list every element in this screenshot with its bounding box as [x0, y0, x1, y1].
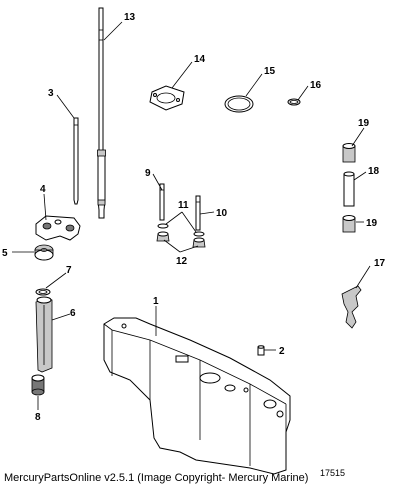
callout-19-bottom: 19: [366, 218, 378, 229]
part-17-clip[interactable]: [341, 285, 362, 329]
part-5-bushing[interactable]: [34, 244, 54, 261]
part-10-stud[interactable]: [195, 195, 201, 231]
callout-6: 6: [70, 308, 76, 319]
part-2-dowel-pin[interactable]: [257, 345, 265, 356]
callout-7: 7: [66, 265, 72, 276]
callout-15: 15: [264, 66, 276, 77]
callout-16: 16: [310, 80, 322, 91]
part-19-bushing-top[interactable]: [342, 143, 356, 163]
callout-18: 18: [368, 166, 380, 177]
callout-8: 8: [35, 412, 41, 423]
callout-11: 11: [178, 200, 189, 211]
callout-10: 10: [216, 208, 228, 219]
part-1-driveshaft-housing[interactable]: [103, 317, 291, 475]
part-16-o-ring[interactable]: [287, 98, 301, 106]
part-7-o-ring[interactable]: [35, 288, 51, 296]
callout-17: 17: [374, 258, 386, 269]
part-15-o-ring[interactable]: [224, 95, 254, 113]
callout-13: 13: [124, 12, 136, 23]
callout-5: 5: [2, 248, 8, 259]
part-14-gasket[interactable]: [149, 85, 185, 111]
callout-labels: 13 14 15 16 3 4 5 7 6 8 9 10 11 12 1 2 1…: [2, 12, 386, 423]
callout-3: 3: [48, 88, 54, 99]
callout-14: 14: [194, 54, 206, 65]
part-11-washers[interactable]: [157, 223, 205, 237]
part-4-bracket[interactable]: [35, 215, 81, 241]
copyright-footer: MercuryPartsOnline v2.5.1 (Image Copyrig…: [4, 472, 309, 484]
drawing-number: 17515: [320, 468, 346, 478]
part-8-sleeve[interactable]: [31, 374, 45, 396]
part-3-stud[interactable]: [73, 117, 79, 205]
callout-9: 9: [145, 168, 151, 179]
callout-12: 12: [176, 256, 188, 267]
leader-lines: [12, 21, 371, 410]
part-6-tube[interactable]: [35, 296, 53, 373]
part-19-bushing-bottom[interactable]: [342, 215, 356, 233]
part-13-drive-shaft[interactable]: [97, 7, 106, 219]
callout-1: 1: [153, 296, 159, 307]
callout-4: 4: [40, 184, 46, 195]
part-18-tube[interactable]: [343, 171, 355, 207]
callout-19-top: 19: [358, 118, 370, 129]
callout-2: 2: [279, 346, 285, 357]
part-12-nuts[interactable]: [156, 231, 206, 248]
